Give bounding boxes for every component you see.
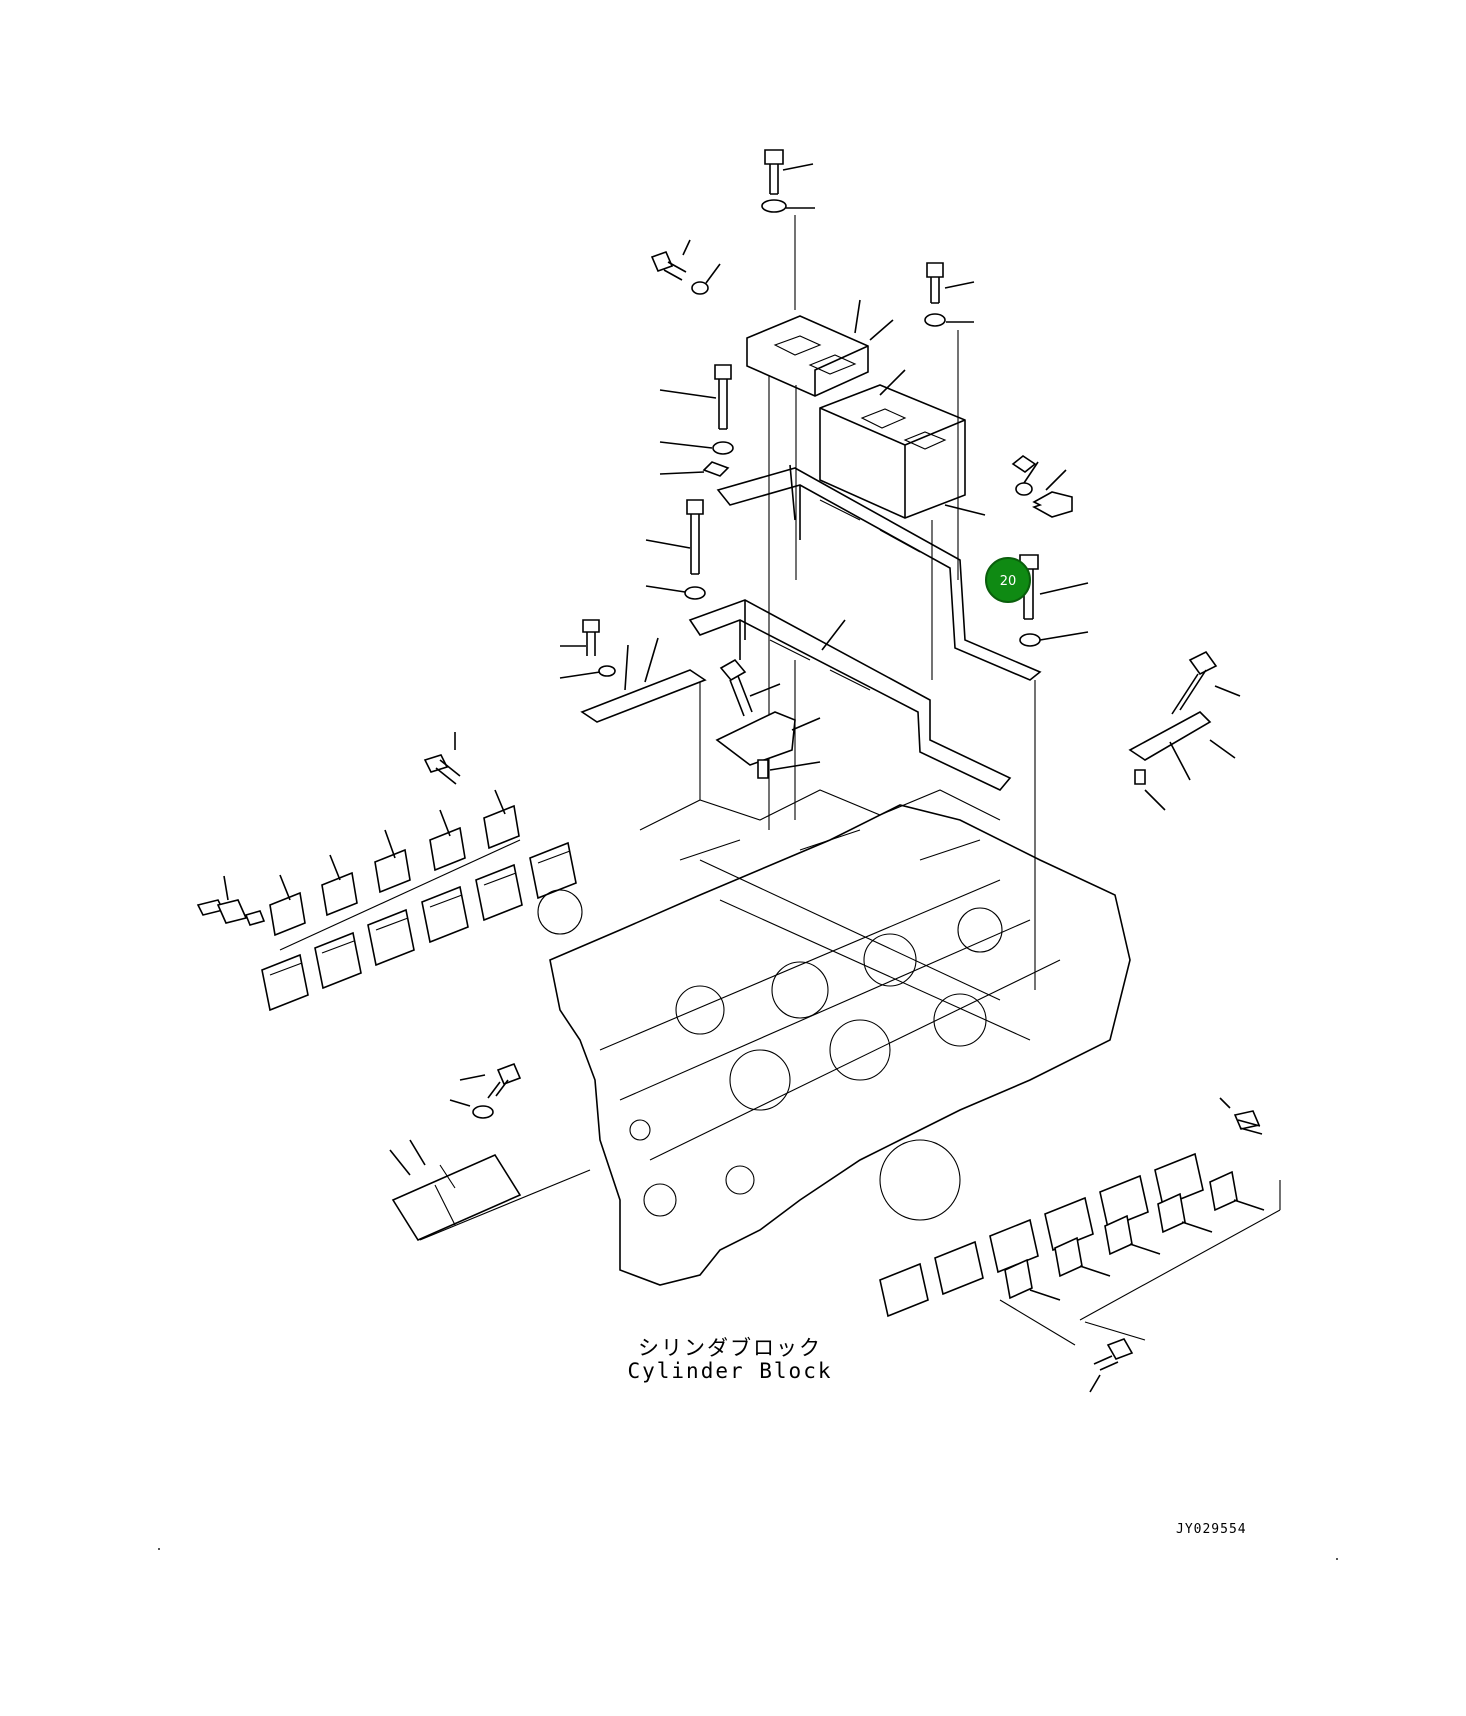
upper-left-bolt (650, 239, 691, 281)
upper-left-washer (691, 263, 721, 295)
washer-c (1015, 461, 1039, 496)
corner-mark-left (158, 1548, 160, 1550)
lower-left-cover (389, 1139, 591, 1242)
drawing-reference: JY029554 (1176, 1522, 1247, 1537)
cylinder-block (537, 789, 1131, 1286)
washer-b (645, 585, 706, 600)
middle-left-washer (559, 665, 616, 679)
right-bolt-a (1011, 455, 1073, 518)
bottom-flange-bolt (1089, 1338, 1134, 1393)
far-right-bracket (1128, 711, 1236, 781)
center-plate (715, 711, 821, 766)
far-right-bolt (1171, 650, 1241, 715)
caption-english: Cylinder Block (627, 1359, 833, 1383)
upper-bracket-left (746, 299, 894, 397)
far-right-pin (1134, 769, 1166, 811)
lower-left-washer (449, 1099, 494, 1119)
center-pin (757, 759, 821, 779)
center-bolt (719, 658, 781, 717)
upper-rail (716, 464, 1042, 681)
caption-japanese: シリンダブロック (638, 1336, 822, 1360)
right-head-covers (879, 1152, 1204, 1318)
washer-d (1019, 631, 1089, 647)
long-bolt-a (659, 364, 732, 430)
callout-20[interactable]: 20 (985, 557, 1031, 603)
left-gasket-row (269, 789, 521, 951)
long-bolt-b (645, 499, 704, 575)
middle-left-plate (580, 637, 707, 723)
left-flange-bolt (423, 732, 461, 785)
top-bolt (764, 149, 814, 195)
lower-left-bolt (459, 1062, 522, 1099)
middle-left-bolt (560, 619, 600, 656)
right-bolt-b (1019, 554, 1089, 620)
right-gasket-row (1004, 1170, 1281, 1321)
top-washer (761, 199, 815, 213)
guide-lines (699, 215, 1036, 990)
right-flange-bolt (1219, 1097, 1263, 1135)
left-head-covers (261, 841, 577, 1012)
leader-lines (999, 1299, 1146, 1346)
corner-mark-right (1336, 1558, 1338, 1560)
clip-a (659, 461, 730, 477)
upper-right-bolt (926, 262, 975, 304)
washer-a (659, 441, 734, 455)
left-union-fitting (196, 875, 266, 926)
lower-rail (688, 599, 1012, 791)
upper-right-washer (924, 313, 974, 327)
upper-bracket-right (819, 369, 986, 519)
